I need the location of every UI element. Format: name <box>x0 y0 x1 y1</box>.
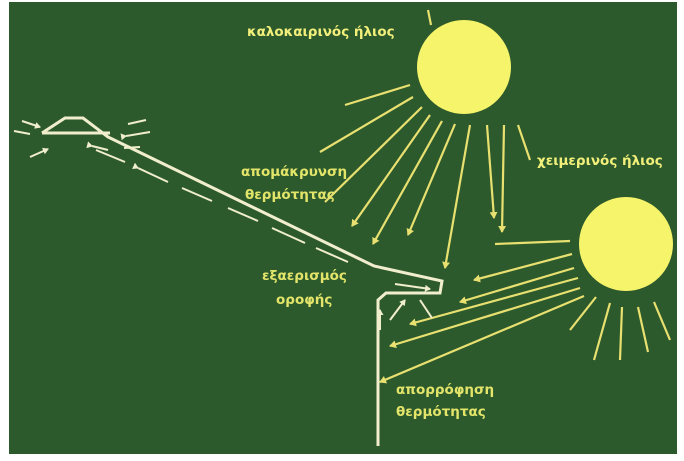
heat-removal-label-line1: απομάκρυνση <box>241 164 347 180</box>
roof-ventilation-label-line1: εξαερισμός <box>262 268 347 284</box>
summer-ray-4 <box>445 125 470 268</box>
heat-removal-label-line2: θερμότητας <box>245 187 335 203</box>
summer-sun-label: καλοκαιρινός ήλιος <box>247 24 395 40</box>
summer-ray-5 <box>487 125 494 218</box>
heat-absorption-label-line2: θερμότητας <box>396 404 486 420</box>
winter-sun-icon <box>380 197 673 382</box>
winter-sun-label: χειμερινός ήλιος <box>537 153 663 169</box>
roof-ventilation-label-line2: οροφής <box>276 292 332 308</box>
heat-absorption-label-line1: απορρόφηση <box>396 382 494 398</box>
airflow-arrows <box>14 120 432 330</box>
summer-sun-icon <box>320 10 530 268</box>
